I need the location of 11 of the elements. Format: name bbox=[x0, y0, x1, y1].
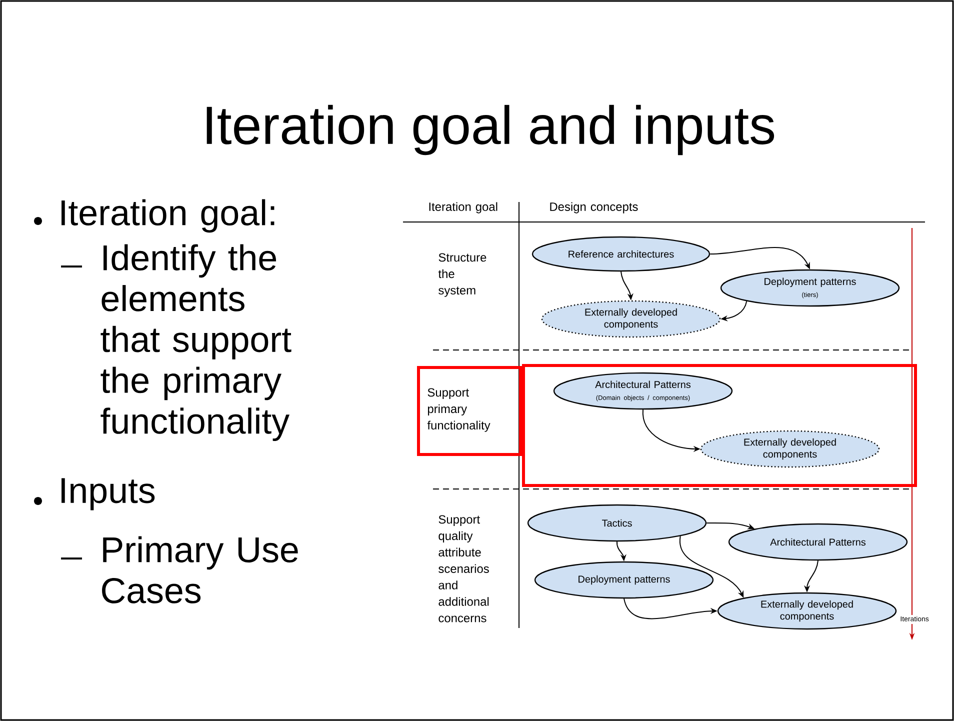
bullet-text: Identify the elements that support the primary functionality bbox=[100, 244, 292, 441]
highlight-box bbox=[522, 364, 917, 487]
column-header: Iteration goal bbox=[429, 202, 498, 214]
row-label: Support quality attribute scenarios and additional concerns bbox=[438, 515, 489, 622]
bullet-text: Inputs bbox=[62, 478, 155, 510]
title: Iteration goal and inputs bbox=[206, 104, 774, 156]
column-header: Design concepts bbox=[550, 202, 638, 214]
row-label: Structure the system bbox=[438, 253, 486, 297]
bullet-text: Primary Use Cases bbox=[102, 536, 298, 604]
highlight-box: Support primary functionality bbox=[417, 366, 522, 456]
bullet-text: Iteration goal: bbox=[62, 199, 274, 233]
